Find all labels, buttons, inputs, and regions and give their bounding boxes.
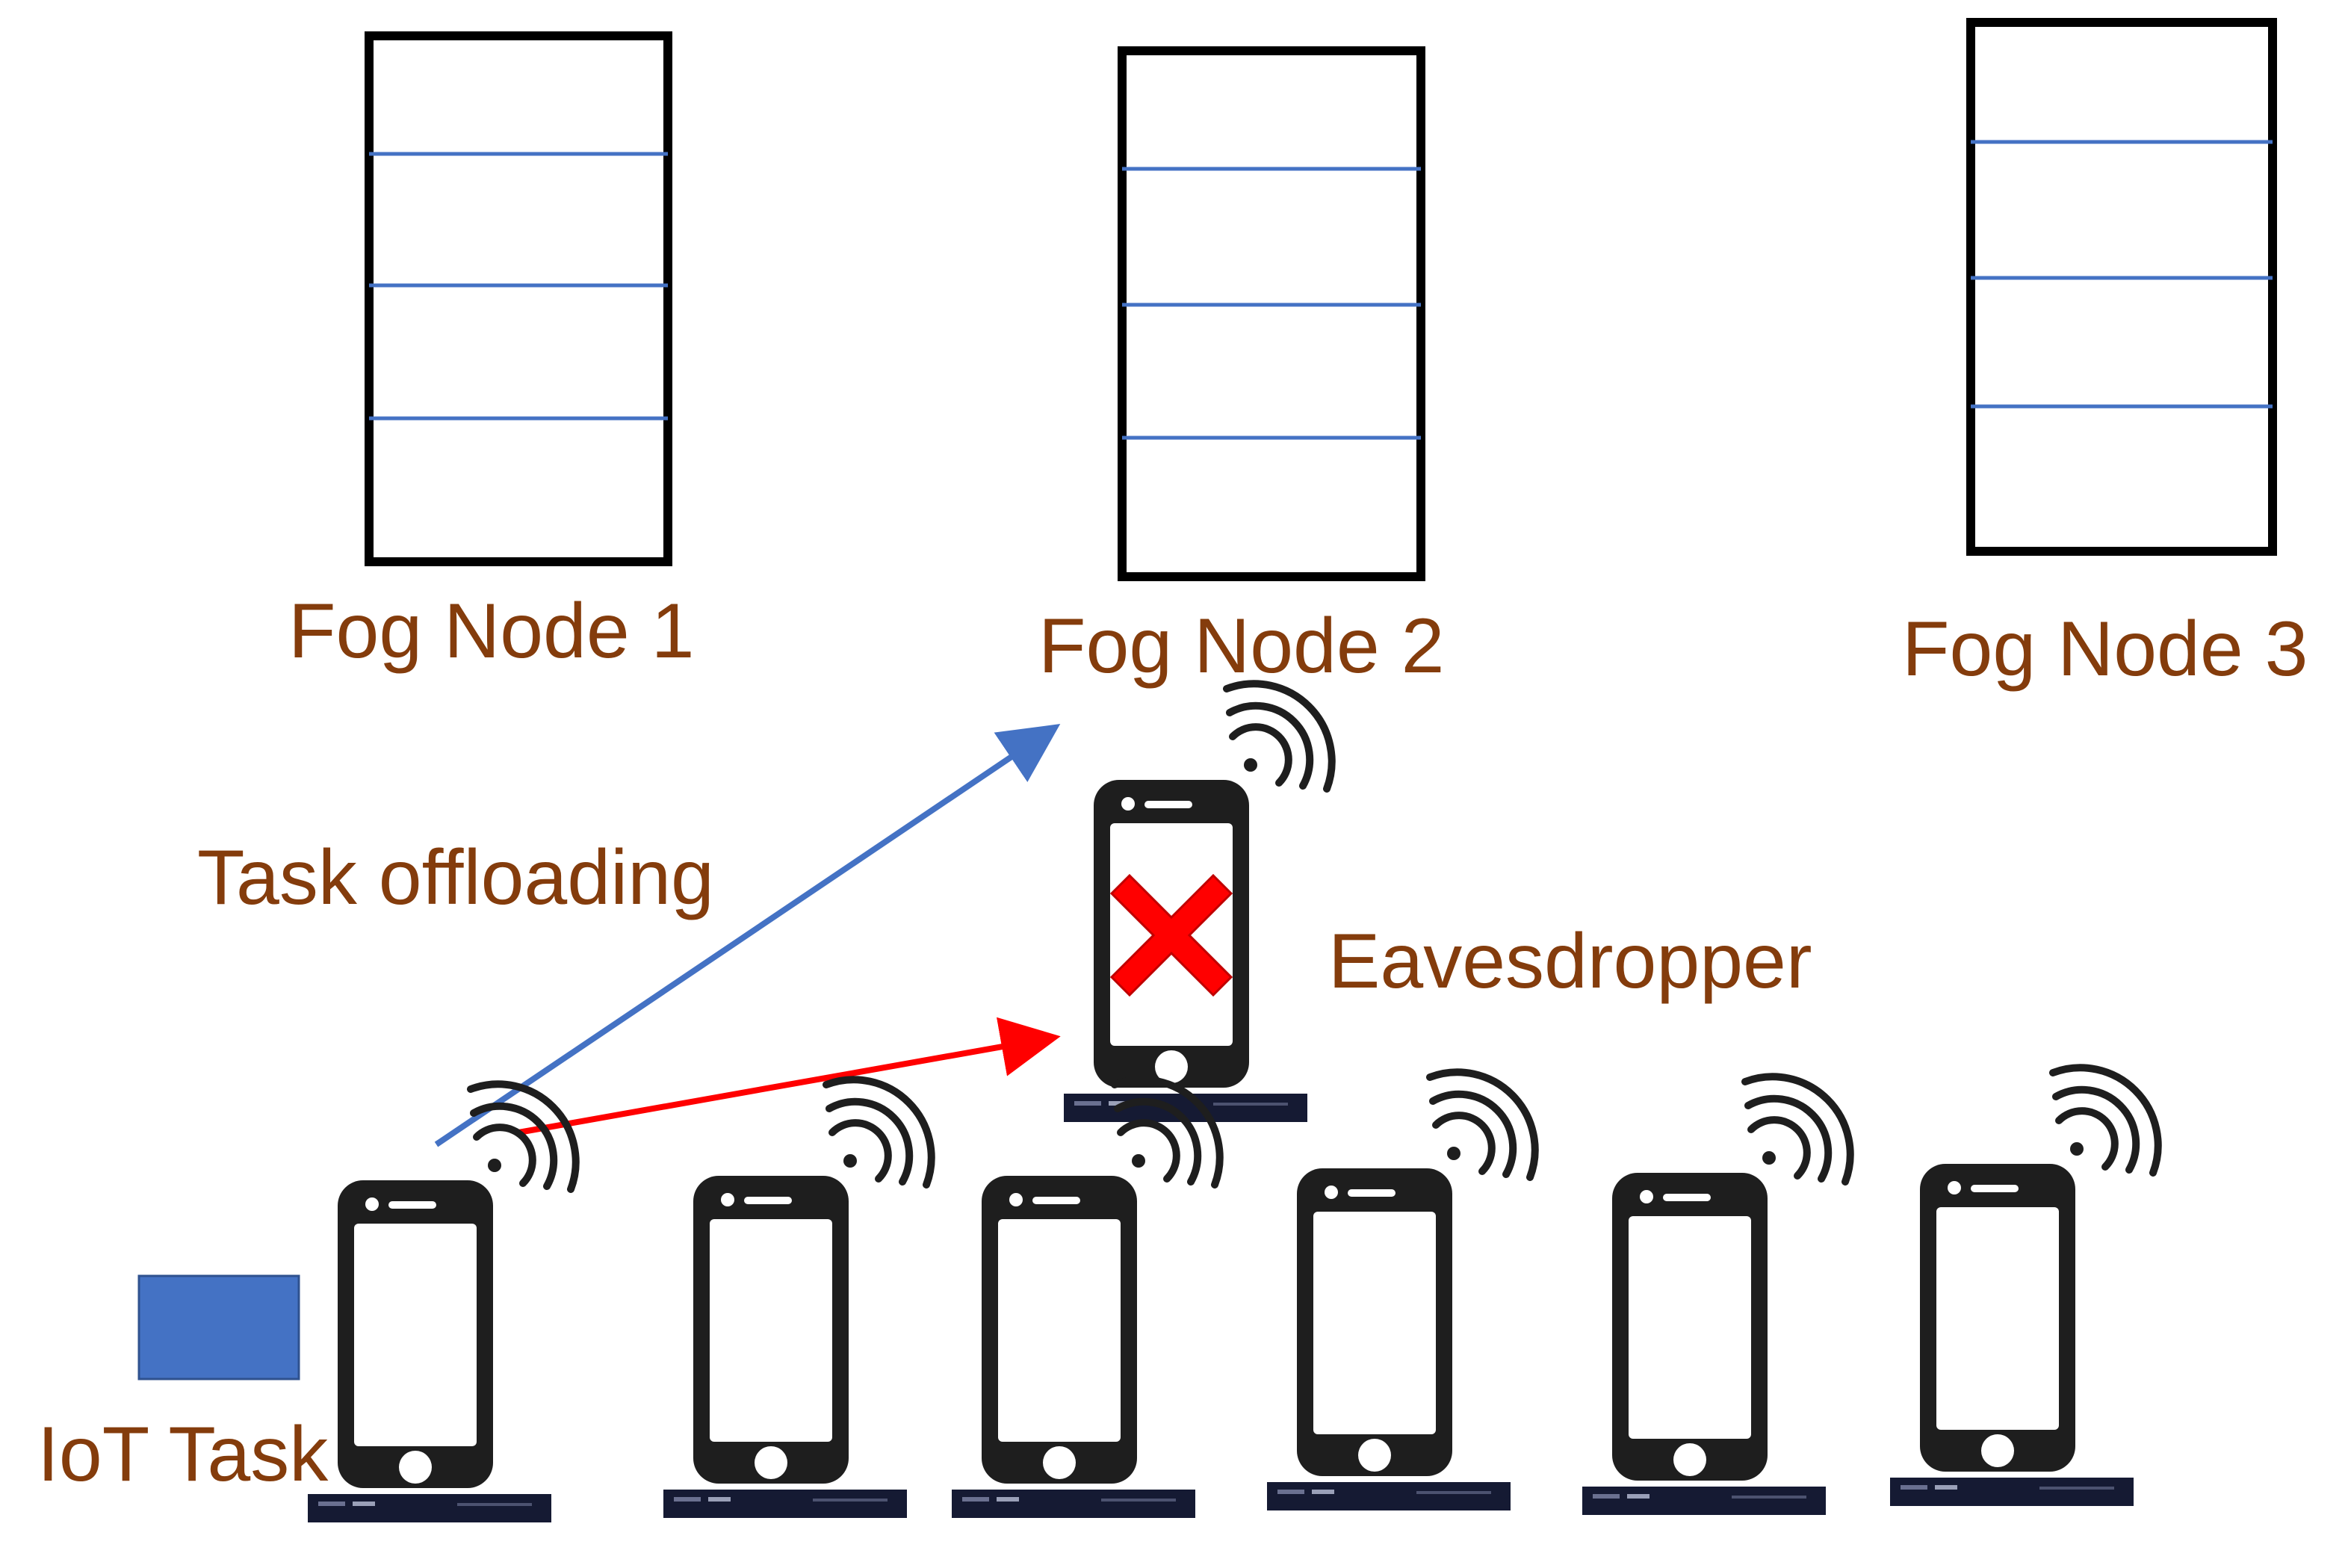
task-offloading-arrow	[434, 724, 1061, 1147]
fog-node-3-label: Fog Node 3	[1902, 606, 2308, 692]
task-offloading-label: Task offloading	[197, 834, 714, 921]
iot-device-4	[1267, 1072, 1535, 1510]
iot-task-block	[137, 1274, 300, 1380]
eavesdropper-label: Eavesdropper	[1328, 918, 1812, 1005]
fog-node-2-label: Fog Node 2	[1038, 603, 1444, 690]
iot-device-6	[1890, 1067, 2158, 1506]
eavesdropper-device	[1064, 684, 1332, 1122]
fog-node-1: Fog Node 1	[288, 31, 694, 675]
iot-device-2	[663, 1079, 932, 1518]
red-x-icon	[1109, 873, 1233, 997]
fog-node-1-label: Fog Node 1	[288, 588, 694, 675]
eavesdrop-arrow	[518, 1017, 1061, 1135]
fog-node-2: Fog Node 2	[1038, 46, 1444, 690]
fog-node-3: Fog Node 3	[1902, 18, 2308, 692]
iot-device-3	[952, 1079, 1220, 1518]
iot-device-5	[1582, 1076, 1850, 1515]
iot-task-label: IoT Task	[37, 1411, 329, 1498]
iot-device-1	[308, 1084, 576, 1522]
